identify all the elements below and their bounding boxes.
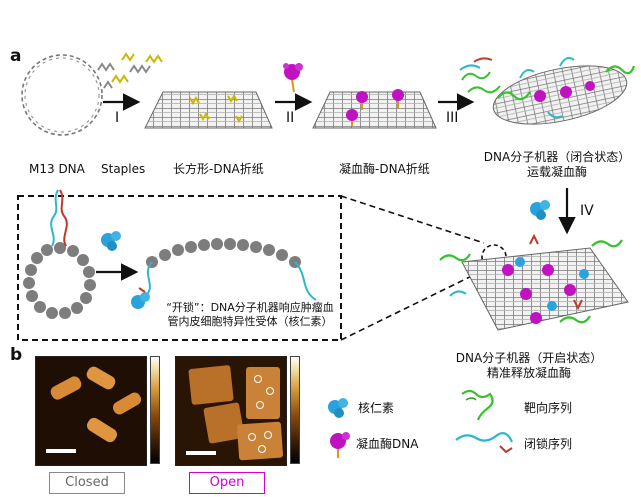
open-state-button[interactable]: Open: [189, 472, 265, 494]
thrombin-origami-sheet-icon: [312, 89, 437, 129]
open-structure-1: [188, 364, 234, 406]
unlock-caption-line2: 管内皮细胞特异性受体（核仁素）: [167, 315, 333, 328]
legend-nucleolin-label: 核仁素: [358, 401, 395, 415]
m13-dna-label: M13 DNA: [29, 162, 85, 176]
nucleolin-icon: [101, 231, 121, 251]
bound-nucleolin-icon: [131, 287, 150, 309]
legend-targeting-seq-icon: [461, 389, 494, 421]
open-dna-machine-sheet-icon: [439, 233, 629, 331]
rect-origami-label: 长方形-DNA折纸: [173, 162, 264, 176]
step-iv-label: IV: [580, 203, 594, 219]
thrombin-marker: [258, 445, 266, 453]
thrombin-icon: [283, 63, 303, 93]
afm-closed-image: [35, 356, 147, 466]
afm-colorbar-closed: [150, 356, 160, 464]
closed-loop-beads-icon: [23, 242, 96, 319]
unlock-caption-line1: “开锁”：DNA分子机器响应肿瘤血: [166, 301, 334, 314]
legend-locking-seq-icon: [455, 432, 514, 454]
closed-structure-3: [110, 390, 144, 417]
legend-nucleolin-icon: [328, 398, 348, 418]
panel-label-b: b: [10, 345, 23, 365]
closed-machine-caption: DNA分子机器（闭合状态） 运载凝血酶: [476, 150, 638, 180]
legend-targeting-seq-label: 靶向序列: [524, 401, 573, 415]
unlock-inset-frame: [17, 195, 342, 341]
staples-icon: [97, 52, 163, 89]
closed-state-button[interactable]: Closed: [49, 472, 125, 494]
open-machine-caption: DNA分子机器（开启状态） 精准释放凝血酶: [448, 351, 610, 381]
legend-locking-seq-label: 闭锁序列: [524, 437, 573, 451]
open-caption-line2: 精准释放凝血酶: [486, 366, 571, 380]
legend-thrombin-dna-label: 凝血酶DNA: [356, 437, 419, 451]
afm-open-image: [175, 356, 287, 466]
thrombin-marker: [256, 401, 264, 409]
inset-leader-top: [340, 195, 485, 244]
step-iii-label: III: [446, 110, 459, 126]
m13-dna-circle-icon: [21, 54, 103, 136]
closed-structure-1: [48, 374, 84, 402]
scale-bar-open: [186, 451, 216, 455]
thrombin-marker: [264, 431, 272, 439]
open-caption-line1: DNA分子机器（开启状态）: [455, 351, 603, 365]
thrombin-marker: [248, 433, 256, 441]
closed-structure-2: [84, 364, 118, 392]
closed-caption-line2: 运载凝血酶: [526, 165, 587, 179]
open-locking-strand-right: [294, 261, 317, 301]
locking-duplex-icon: [50, 189, 68, 247]
thrombin-marker: [266, 387, 274, 395]
step-ii-label: II: [286, 110, 295, 126]
scale-bar-closed: [46, 449, 76, 453]
step-i-label: I: [115, 110, 120, 126]
open-structure-2: [246, 367, 280, 419]
open-arc-beads-icon: [146, 238, 301, 268]
inset-leader-bottom: [340, 269, 485, 341]
open-structure-4: [236, 421, 284, 461]
rectangle-origami-sheet-icon: [144, 91, 273, 129]
afm-colorbar-open: [290, 356, 300, 464]
linker-sequences-icon: [459, 57, 501, 94]
unlock-caption: “开锁”：DNA分子机器响应肿瘤血 管内皮细胞特异性受体（核仁素）: [165, 301, 335, 329]
closed-caption-line1: DNA分子机器（闭合状态）: [483, 150, 631, 164]
legend-thrombin-dna-icon: [330, 432, 350, 458]
thrombin-origami-label: 凝血酶-DNA折纸: [339, 162, 430, 176]
staples-label: Staples: [101, 162, 146, 176]
closed-dna-machine-tube-icon: [492, 57, 636, 125]
thrombin-marker: [254, 375, 262, 383]
closed-structure-4: [84, 415, 120, 445]
nucleolin-free-icon: [530, 200, 550, 220]
panel-label-a: a: [10, 46, 22, 66]
